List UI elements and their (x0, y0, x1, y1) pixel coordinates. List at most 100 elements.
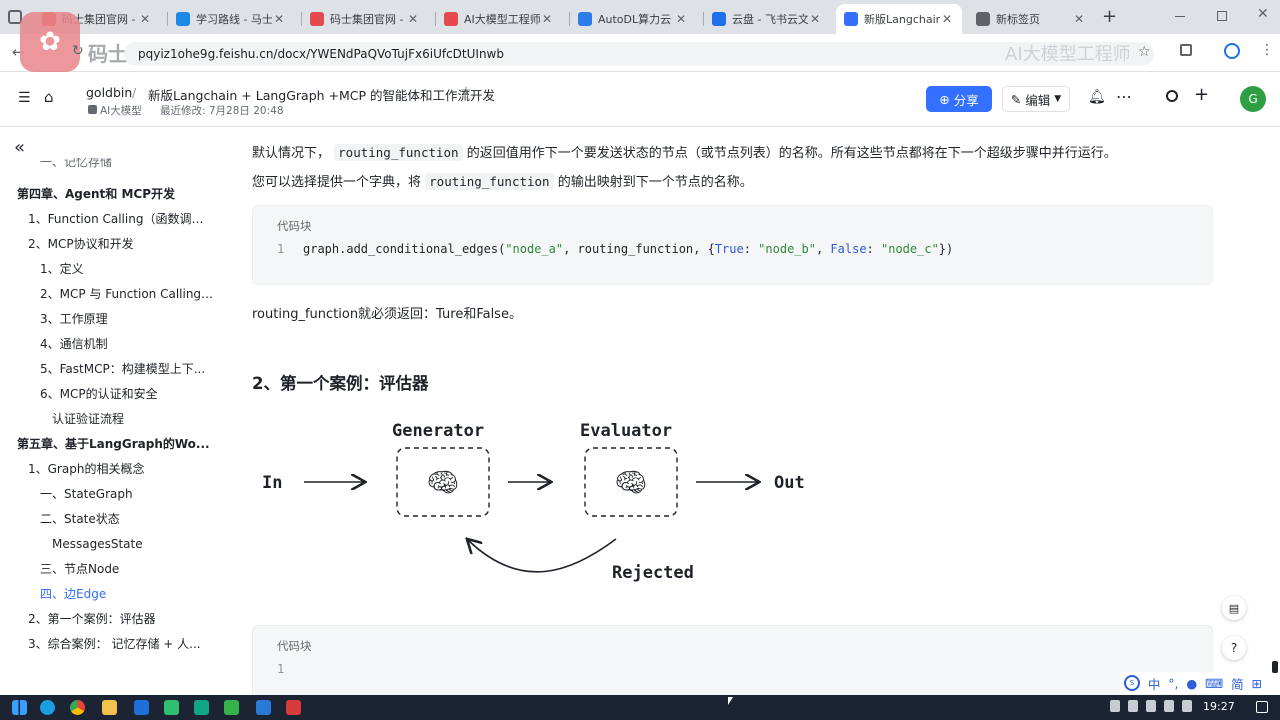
outline-item[interactable]: 5、FastMCP：构建模型上下... (40, 362, 206, 376)
browser-tab[interactable]: AutoDL算力云✕ (570, 4, 696, 34)
share-button[interactable]: ⊕ 分享 (926, 86, 992, 112)
close-tab-icon[interactable]: ✕ (1073, 12, 1085, 26)
app-icon-1[interactable] (134, 700, 149, 715)
outline-item[interactable]: 3、综合案例： 记忆存储 + 人... (28, 637, 201, 651)
code-keyword: True (714, 242, 744, 256)
chrome-icon[interactable] (70, 700, 85, 715)
maximize-icon[interactable] (1217, 11, 1227, 21)
outline-item[interactable]: 2、MCP 与 Function Calling ... (40, 287, 214, 301)
app-icon-2[interactable] (164, 700, 179, 715)
reload-icon[interactable]: ↻ (72, 43, 84, 59)
folder-icon[interactable] (102, 700, 117, 715)
space-label[interactable]: AI大模型 (100, 105, 142, 117)
bookmark-star-icon[interactable]: ☆ (1138, 44, 1151, 60)
clock[interactable]: 19:27 (1203, 700, 1235, 713)
arrow-rejected-loop (468, 539, 617, 573)
outline-item[interactable]: 1、Function Calling（函数调用... (28, 212, 214, 226)
search-icon[interactable] (1166, 90, 1178, 102)
outline-item[interactable]: 1、Graph的相关概念 (28, 462, 145, 476)
profile-icon[interactable] (1224, 43, 1240, 59)
diagram-in-label: In (262, 473, 282, 493)
inline-code-routing-function: routing_function (334, 144, 463, 161)
code-string: "node_b" (758, 242, 816, 256)
close-window-icon[interactable]: ✕ (1257, 6, 1269, 22)
paragraph-routing-dict: 您可以选择提供一个字典，将 routing_function 的输出映射到下一个… (252, 171, 753, 190)
outline-item[interactable]: 第五章、基于LangGraph的Wo... (17, 437, 210, 451)
extensions-icon[interactable] (1180, 44, 1192, 56)
add-icon[interactable]: + (1194, 84, 1210, 105)
autodl-icon (578, 12, 592, 26)
scrollbar-thumb[interactable] (1272, 661, 1278, 673)
outline-item[interactable]: 6、MCP的认证和安全 (40, 387, 158, 401)
browser-tab[interactable]: 云盘 - 飞书云文档✕ (704, 4, 830, 34)
para2-text: 您可以选择提供一个字典，将 (252, 175, 422, 190)
outline-item[interactable]: MessagesState (52, 537, 143, 551)
outline-item[interactable]: 三、节点Node (40, 562, 120, 576)
tab-search-button[interactable] (8, 10, 22, 24)
notification-center-icon[interactable] (1256, 701, 1268, 713)
menu-dots-icon[interactable]: ⋮ (1260, 42, 1274, 58)
app-icon-6[interactable] (286, 700, 301, 715)
tray-icon (1110, 700, 1120, 712)
notification-bell-icon[interactable]: 🔔︎ (1088, 89, 1106, 105)
outline-item[interactable]: 1、定义 (40, 262, 84, 276)
close-tab-icon[interactable]: ✕ (809, 12, 821, 26)
close-tab-icon[interactable]: ✕ (273, 12, 285, 26)
browser-tab-title: 云盘 - 飞书云文档 (732, 13, 808, 26)
doc-content: 默认情况下， routing_function 的返回值用作下一个要发送状态的节… (214, 127, 1280, 695)
outline-item[interactable]: 二、State状态 (40, 512, 120, 526)
url-field[interactable]: pqyiz1ohe9g.feishu.cn/docx/YWENdPaQVoTuj… (124, 42, 1154, 66)
outline-toggle-icon[interactable]: ☰ (18, 90, 31, 106)
edit-button[interactable]: ✎ 编辑 ▼ (1002, 86, 1070, 112)
comment-side-button[interactable]: ▤ (1222, 596, 1246, 620)
outline-item[interactable]: 一、StateGraph (40, 487, 133, 501)
browser-tab[interactable]: AI大模型工程师✕ (436, 4, 562, 34)
close-tab-icon[interactable]: ✕ (139, 12, 151, 26)
browser-tab[interactable]: 新版Langchain✕ (836, 4, 962, 34)
outline-item[interactable]: 第四章、Agent和 MCP开发 (17, 187, 176, 201)
avatar[interactable]: G (1240, 86, 1266, 112)
outline-item[interactable]: 4、通信机制 (40, 337, 108, 351)
close-tab-icon[interactable]: ✕ (941, 12, 953, 26)
pin-icon[interactable]: ✭ (461, 84, 472, 98)
address-bar-row: ← ✿ 码士集团 ↻ pqyiz1ohe9g.feishu.cn/docx/YW… (0, 12, 1280, 72)
new-tab-button[interactable]: + (1102, 6, 1118, 27)
outline-item[interactable]: 四、边Edge (40, 587, 107, 601)
outline-item[interactable]: 3、工作原理 (40, 312, 108, 326)
app-icon-4[interactable] (224, 700, 239, 715)
browser-tab[interactable]: 码士集团官网 - 专✕ (302, 4, 428, 34)
more-options-icon[interactable]: ⋯ (1116, 87, 1132, 106)
breadcrumb-separator: / (132, 85, 137, 100)
outline-item[interactable]: 2、MCP协议和开发 (28, 237, 134, 251)
outline-item[interactable]: 认证验证流程 (52, 412, 125, 426)
home-icon[interactable]: ⌂ (44, 88, 54, 106)
browser-tab-title: 新版Langchain (864, 13, 940, 26)
close-tab-icon[interactable]: ✕ (675, 12, 687, 26)
outline-item[interactable]: 2、第一个案例：评估器 (28, 612, 156, 626)
ime-toolbar[interactable]: S 中 °, ● ⌨ 简 ⊞ (1120, 672, 1266, 694)
ime-grid-icon: ⊞ (1251, 675, 1262, 691)
edge-icon[interactable] (40, 700, 55, 715)
close-tab-icon[interactable]: ✕ (407, 12, 419, 26)
last-modified: 最近修改: 7月28日 20:48 (160, 105, 284, 117)
doc-header: ☰ ⌂ goldbin / 新版Langchain + LangGraph +M… (0, 72, 1280, 127)
code-block-2[interactable]: 代码块 1 (252, 625, 1213, 695)
start-icon[interactable] (12, 700, 27, 715)
help-button[interactable]: ? (1222, 636, 1246, 660)
outline-item[interactable]: 一、记忆存储 (40, 158, 113, 169)
para1-text-post: 的返回值用作下一个要发送状态的节点（或节点列表）的名称。所有这些节点都将在下一个… (466, 146, 1117, 161)
tray-icons[interactable] (1110, 700, 1192, 712)
outline-sidebar: « 一、记忆存储第四章、Agent和 MCP开发 1、Function Calli… (0, 127, 214, 695)
app-icon-3[interactable] (194, 700, 209, 715)
browser-tab[interactable]: 学习路线 - 马士兵✕ (168, 4, 294, 34)
close-tab-icon[interactable]: ✕ (541, 12, 553, 26)
mouse-cursor (728, 697, 733, 705)
inline-code-routing-function-2: routing_function (425, 173, 554, 190)
breadcrumb-owner[interactable]: goldbin (86, 85, 133, 100)
app-icon-5[interactable] (256, 700, 271, 715)
collapse-sidebar-icon[interactable]: « (14, 137, 26, 158)
minimize-icon[interactable] (1175, 16, 1185, 17)
browser-tab[interactable]: 新标签页✕ (968, 4, 1094, 34)
doc-title[interactable]: 新版Langchain + LangGraph +MCP 的智能体和工作流开发 (148, 88, 496, 103)
